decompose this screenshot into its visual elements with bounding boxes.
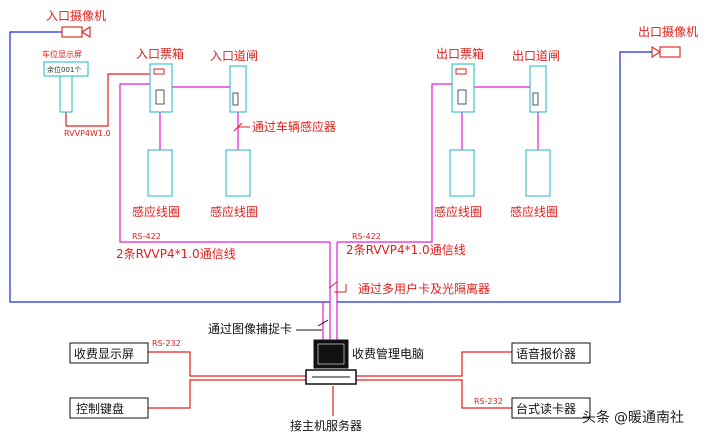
reader-label: 台式读卡器 bbox=[516, 401, 576, 416]
exit-barrier bbox=[529, 65, 547, 113]
fee-display-box bbox=[69, 342, 149, 364]
voice-box bbox=[511, 342, 591, 364]
exit-loop1-label: 感应线圈 bbox=[434, 204, 482, 219]
entry-loop1 bbox=[147, 149, 173, 197]
capture-card-label: 通过图像捕捉卡 bbox=[208, 321, 292, 336]
computer-icon bbox=[305, 339, 357, 385]
watermark-platform: 头条 bbox=[582, 409, 610, 426]
fee-display-wire bbox=[148, 351, 312, 377]
reader-port-label: RS-232 bbox=[474, 397, 503, 406]
exit-camera-icon bbox=[651, 46, 681, 58]
camera-video-wires bbox=[9, 31, 652, 303]
entry-camera-icon bbox=[61, 26, 91, 38]
bus-left-branch bbox=[119, 83, 330, 243]
entry-loop2-label: 感应线圈 bbox=[210, 204, 258, 219]
space-display-title: 车位显示屏 bbox=[42, 49, 82, 59]
voice-label: 语音报价器 bbox=[516, 346, 576, 361]
keyboard-wire bbox=[148, 379, 312, 409]
space-display-sign bbox=[43, 61, 89, 113]
fee-display-port-label: RS-232 bbox=[152, 339, 181, 348]
entry-barrier-label: 入口道闸 bbox=[210, 49, 258, 63]
display-cable-label: RVVP4W1.0 bbox=[64, 129, 111, 138]
bus-right-branch bbox=[337, 83, 455, 243]
entry-barrier bbox=[229, 65, 247, 113]
server-label: 接主机服务器 bbox=[290, 418, 362, 433]
exit-barrier-label: 出口道闸 bbox=[512, 49, 560, 63]
entry-ticket-box bbox=[149, 63, 173, 113]
cable-right-label: 2条RVVP4*1.0通信线 bbox=[346, 243, 466, 257]
exit-loop2 bbox=[525, 149, 551, 197]
display-cable bbox=[65, 73, 150, 127]
entry-camera-label: 入口摄像机 bbox=[46, 8, 106, 23]
isolator-label: 通过多用户卡及光隔离器 bbox=[358, 281, 490, 296]
voice-wire bbox=[352, 351, 512, 377]
entry-camera-wire bbox=[9, 31, 330, 303]
reader-wire bbox=[352, 379, 512, 409]
keyboard-box bbox=[69, 397, 149, 419]
exit-camera-label: 出口摄像机 bbox=[638, 24, 698, 39]
rs422-right-label: RS-422 bbox=[352, 232, 381, 241]
vehicle-sensor-label: 通过车辆感应器 bbox=[252, 119, 336, 134]
entry-ticket-box-label: 入口票箱 bbox=[136, 46, 184, 61]
entry-loop2 bbox=[225, 149, 251, 197]
cable-left-label: 2条RVVP4*1.0通信线 bbox=[116, 247, 236, 261]
exit-ticket-box bbox=[451, 63, 475, 113]
watermark-handle: @暖通南社 bbox=[614, 410, 684, 426]
watermark: 头条 @暖通南社 bbox=[582, 409, 684, 426]
rs422-left-label: RS-422 bbox=[132, 232, 161, 241]
reader-box bbox=[511, 397, 591, 419]
exit-camera-wire bbox=[337, 51, 652, 303]
exit-loop2-label: 感应线圈 bbox=[510, 204, 558, 219]
peripheral-wires bbox=[148, 351, 512, 416]
pc-label: 收费管理电脑 bbox=[352, 346, 424, 361]
fee-display-label: 收费显示屏 bbox=[74, 347, 134, 361]
exit-ticket-box-label: 出口票箱 bbox=[436, 46, 484, 61]
space-display-text: 余位001个 bbox=[47, 65, 81, 74]
exit-loop1 bbox=[449, 149, 475, 197]
keyboard-label: 控制键盘 bbox=[76, 401, 124, 416]
entry-loop1-label: 感应线圈 bbox=[132, 204, 180, 219]
